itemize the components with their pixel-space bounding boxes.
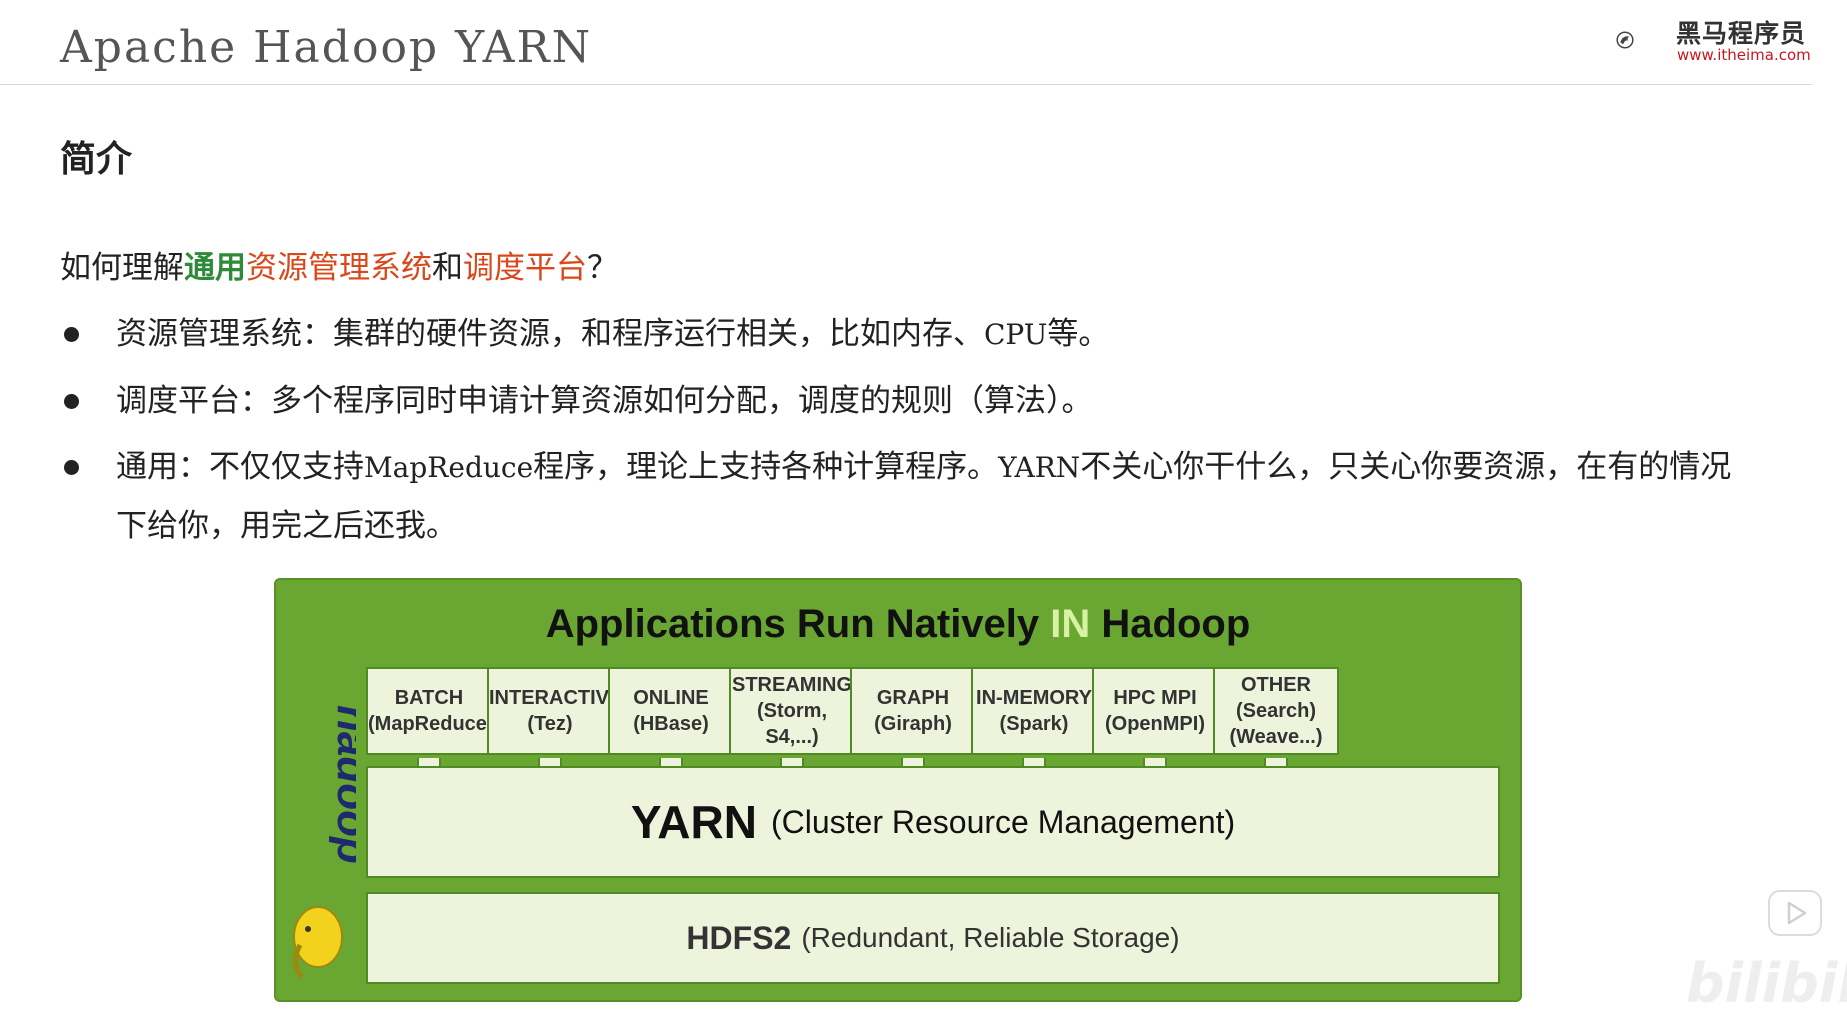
app-box-line1: ONLINE [633, 687, 709, 709]
app-box-line2: (Storm, S4,...) [757, 700, 827, 748]
bullet-text: 调度平台：多个程序同时申请计算资源如何分配，调度的规则（算法）。 [116, 383, 1093, 419]
play-icon [1787, 901, 1807, 925]
diagram-title: Applications Run Natively IN Hadoop [276, 602, 1520, 647]
app-box-line1: INTERACTIVE [489, 687, 623, 709]
diagram-title-in: IN [1050, 602, 1091, 646]
slide-title: Apache Hadoop YARN [60, 22, 593, 73]
bullet-text: 通用：不仅仅支持 [116, 449, 364, 485]
app-box-streaming: STREAMING (Storm, S4,...) [729, 667, 855, 755]
question-part: ？ [587, 250, 618, 286]
app-box-batch: BATCH (MapReduce) [366, 667, 494, 755]
app-box-in-memory: IN-MEMORY (Spark) [971, 667, 1097, 755]
section-heading: 简介 [60, 139, 133, 180]
hdfs-label: HDFS2 [686, 919, 792, 956]
app-box-line2: (MapReduce) [368, 713, 494, 735]
question-highlight-general: 通用 [184, 250, 246, 286]
bullet-text: 程序，理论上支持各种计算程序。 [533, 449, 999, 485]
hadoop-elephant-icon: hadoop [293, 705, 356, 979]
app-box-line2: (Tez) [527, 713, 573, 735]
question-part: 如何理解 [60, 250, 184, 286]
yarn-description: (Cluster Resource Management) [770, 803, 1236, 840]
logo-name: 黑马程序员 [1676, 19, 1807, 48]
bilibili-watermark: bilibili [1686, 952, 1847, 1015]
hadoop-yarn-diagram: Applications Run Natively IN Hadoop hado… [274, 578, 1522, 1002]
diagram-title-pre: Applications Run Natively [545, 602, 1051, 646]
app-box-line1: BATCH [394, 687, 464, 709]
app-box-line1: GRAPH [876, 687, 950, 709]
bullet-term: CPU [984, 318, 1048, 351]
app-box-line2: (Giraph) [874, 713, 952, 735]
question-part: 和 [432, 250, 463, 286]
app-box-line2: (Search) [1235, 700, 1317, 722]
yarn-label: YARN [630, 796, 757, 848]
bullet-list: 资源管理系统：集群的硬件资源，和程序运行相关，比如内存、CPU等。 调度平台：多… [60, 305, 1740, 563]
app-box-hpc-mpi: HPC MPI (OpenMPI) [1092, 667, 1218, 755]
itheima-logo-icon [1616, 31, 1634, 49]
hadoop-logo-text: hadoop [328, 705, 356, 864]
question-highlight-resource: 资源管理系统 [246, 250, 432, 286]
video-play-button[interactable] [1768, 890, 1822, 936]
bullet-text: 不关心你干什么，只关心你要资源，在有的情况下给你，用完之后还我。 [116, 449, 1732, 544]
bullet-dot-icon [64, 460, 79, 475]
hdfs-layer: HDFS2 (Redundant, Reliable Storage) [366, 892, 1500, 984]
app-box-line2: (OpenMPI) [1105, 713, 1205, 735]
question-line: 如何理解通用资源管理系统和调度平台？ [60, 242, 618, 287]
app-box-line1: OTHER [1241, 674, 1311, 696]
bullet-dot-icon [64, 394, 79, 409]
bullet-term: MapReduce [364, 451, 534, 484]
app-box-online: ONLINE (HBase) [608, 667, 734, 755]
app-box-line3: (Weave...) [1229, 726, 1323, 748]
app-box-line2: (HBase) [633, 713, 709, 735]
app-box-interactive: INTERACTIVE (Tez) [487, 667, 623, 755]
bullet-item: 调度平台：多个程序同时申请计算资源如何分配，调度的规则（算法）。 [60, 372, 1740, 430]
app-box-line1: STREAMING [732, 674, 852, 696]
bullet-text: 资源管理系统：集群的硬件资源，和程序运行相关，比如内存、 [116, 316, 984, 352]
hdfs-description: (Redundant, Reliable Storage) [801, 922, 1180, 953]
app-box-line2: (Spark) [999, 713, 1069, 735]
bullet-text: 等。 [1047, 316, 1110, 352]
title-divider [0, 84, 1812, 85]
logo-url: www.itheima.com [1677, 46, 1811, 64]
app-box-graph: GRAPH (Giraph) [850, 667, 976, 755]
yarn-layer: YARN (Cluster Resource Management) [366, 766, 1500, 878]
question-highlight-scheduler: 调度平台 [463, 250, 587, 286]
bullet-item: 通用：不仅仅支持MapReduce程序，理论上支持各种计算程序。YARN不关心你… [60, 438, 1740, 555]
diagram-title-post: Hadoop [1090, 602, 1251, 646]
app-box-line1: IN-MEMORY [976, 687, 1092, 709]
app-box-line1: HPC MPI [1113, 687, 1197, 709]
bullet-term: YARN [998, 451, 1081, 484]
app-box-other: OTHER (Search) (Weave...) [1213, 667, 1339, 755]
bullet-dot-icon [64, 327, 79, 342]
bullet-item: 资源管理系统：集群的硬件资源，和程序运行相关，比如内存、CPU等。 [60, 305, 1740, 364]
